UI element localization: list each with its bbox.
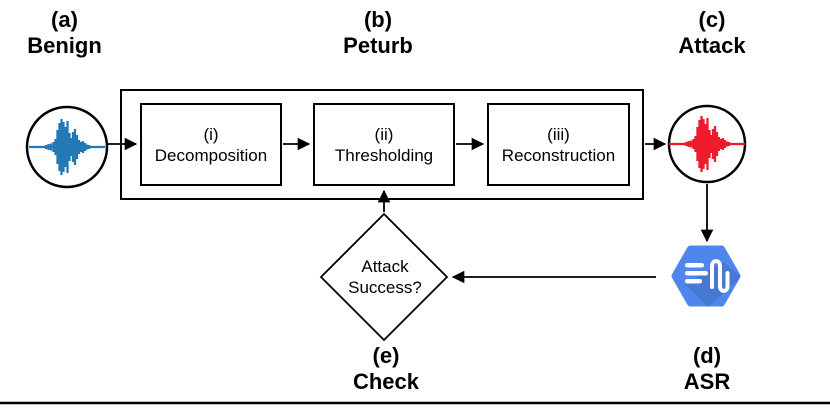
label-benign: (a) Benign (7, 7, 122, 59)
stage-box-decomposition: (i) Decomposition (140, 103, 282, 186)
stage-label: Thresholding (334, 145, 434, 165)
stage-box-thresholding: (ii) Thresholding (313, 103, 455, 186)
label-attack: (c) Attack (652, 7, 772, 59)
decision-text: Attack Success? (325, 256, 445, 298)
asr-hexagon (671, 245, 741, 307)
benign-waveform-icon (27, 117, 107, 177)
label-check-tag: (e) (372, 343, 400, 368)
speech-glyph-icon (685, 259, 730, 293)
label-asr: (d) ASR (647, 343, 767, 395)
label-peturb: (b) Peturb (318, 7, 438, 59)
benign-circle (25, 105, 109, 189)
attack-waveform-icon (667, 114, 747, 174)
label-asr-tag: (d) (692, 343, 722, 368)
label-check-title: Check (352, 369, 420, 394)
stage-numeral: (i) (203, 124, 219, 144)
label-asr-title: ASR (683, 369, 731, 394)
label-check: (e) Check (326, 343, 446, 395)
asr-icon (671, 245, 741, 307)
stage-label: Reconstruction (501, 145, 616, 165)
label-benign-title: Benign (27, 33, 102, 58)
stage-numeral: (iii) (547, 124, 570, 144)
decision-line1: Attack (361, 257, 409, 276)
stage-numeral: (ii) (374, 124, 394, 144)
decision-line2: Success? (348, 278, 422, 297)
label-peturb-title: Peturb (343, 33, 413, 58)
label-attack-tag: (c) (698, 7, 726, 32)
label-attack-title: Attack (678, 33, 746, 58)
stage-label: Decomposition (154, 145, 268, 165)
stage-box-reconstruction: (iii) Reconstruction (487, 103, 630, 186)
attack-circle (667, 104, 747, 184)
label-peturb-tag: (b) (363, 7, 393, 32)
asr-hexagon-shadow (685, 262, 740, 306)
label-benign-tag: (a) (51, 7, 78, 32)
